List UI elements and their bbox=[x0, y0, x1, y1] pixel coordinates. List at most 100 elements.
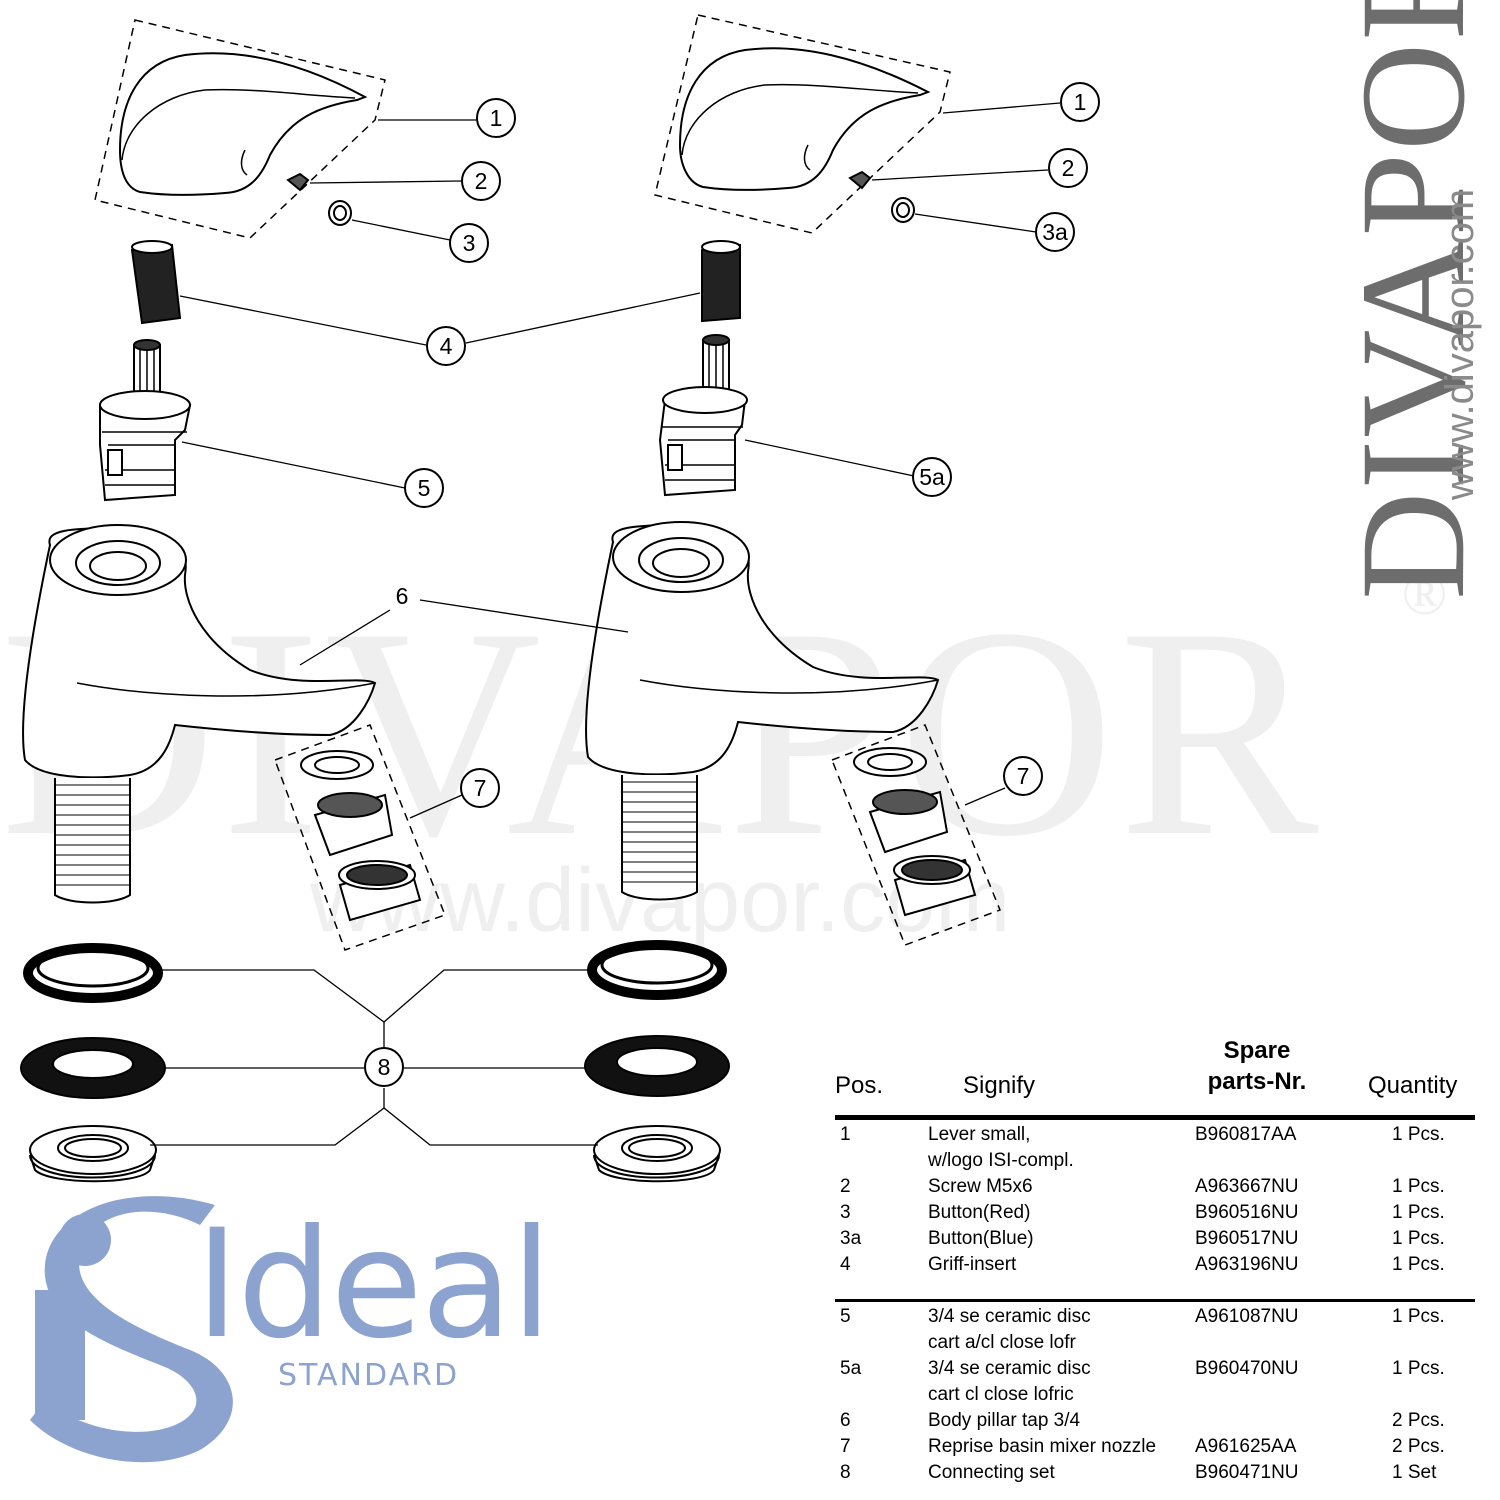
cell-part-number: B960470NU bbox=[1195, 1358, 1299, 1379]
cell-signify: 3/4 se ceramic disc cart a/cl close lofr bbox=[928, 1306, 1091, 1353]
ideal-standard-logo-mark bbox=[30, 1196, 233, 1463]
header-signify: Signify bbox=[963, 1072, 1036, 1099]
cell-quantity: 1 Pcs. bbox=[1392, 1254, 1445, 1275]
callout-3: 3 bbox=[449, 223, 489, 263]
cell-quantity: 1 Pcs. bbox=[1392, 1306, 1445, 1327]
cell-part-number: B960516NU bbox=[1195, 1202, 1299, 1223]
cell-quantity: 1 Pcs. bbox=[1392, 1124, 1445, 1145]
header-quantity: Quantity bbox=[1368, 1072, 1458, 1099]
nozzle-right bbox=[853, 747, 977, 917]
cell-part-number: A963196NU bbox=[1195, 1254, 1299, 1275]
svg-text:7: 7 bbox=[474, 775, 487, 801]
cell-part-number: B960817AA bbox=[1195, 1124, 1297, 1145]
lever-group-outline-left bbox=[94, 19, 386, 239]
cell-pos: 3 bbox=[840, 1202, 851, 1223]
svg-text:2: 2 bbox=[1062, 155, 1075, 181]
callout-1-right: 1 bbox=[1060, 82, 1100, 122]
cell-pos: 3a bbox=[840, 1228, 862, 1249]
callout-6: 6 bbox=[396, 583, 409, 609]
nozzle-group-outline-right bbox=[831, 724, 1001, 946]
cell-pos: 8 bbox=[840, 1462, 851, 1483]
svg-text:1: 1 bbox=[1074, 89, 1087, 115]
cell-signify: 3/4 se ceramic disc cart cl close lofric bbox=[928, 1358, 1091, 1405]
nut-bottom-left bbox=[29, 1125, 157, 1183]
logo-ideal-text: Ideal bbox=[195, 1198, 552, 1372]
handle-insert-right bbox=[701, 240, 741, 323]
svg-text:5a: 5a bbox=[919, 464, 945, 490]
cell-quantity: 1 Pcs. bbox=[1392, 1228, 1445, 1249]
cell-signify: Reprise basin mixer nozzle bbox=[928, 1436, 1157, 1457]
svg-text:8: 8 bbox=[378, 1054, 391, 1080]
callout-7-left: 7 bbox=[460, 768, 500, 808]
logo-standard-text: STANDARD bbox=[278, 1358, 460, 1393]
svg-text:5: 5 bbox=[418, 475, 431, 501]
washer-mid-right bbox=[584, 1035, 730, 1097]
washer-top-right bbox=[587, 940, 727, 1000]
cell-quantity: 2 Pcs. bbox=[1392, 1436, 1445, 1457]
brand-url-vertical: www.divapor.com bbox=[1438, 188, 1482, 500]
callout-2-right: 2 bbox=[1048, 148, 1088, 188]
nozzle-left bbox=[300, 750, 422, 922]
svg-text:2: 2 bbox=[475, 168, 488, 194]
lever-left bbox=[118, 52, 368, 196]
cartridge-right bbox=[658, 334, 748, 497]
cell-quantity: 2 Pcs. bbox=[1392, 1410, 1445, 1431]
callout-2-left: 2 bbox=[461, 161, 501, 201]
cell-signify: Button(Red) bbox=[928, 1202, 1031, 1223]
leader-lines bbox=[150, 102, 1061, 1146]
tap-body-right bbox=[584, 521, 940, 901]
thread-right bbox=[622, 781, 697, 883]
svg-text:6: 6 bbox=[396, 583, 409, 609]
cell-pos: 1 bbox=[840, 1124, 851, 1145]
svg-text:3: 3 bbox=[463, 230, 476, 256]
cell-signify: Lever small, w/logo ISI-compl. bbox=[928, 1124, 1074, 1171]
cell-signify: Button(Blue) bbox=[928, 1228, 1034, 1249]
cell-quantity: 1 Pcs. bbox=[1392, 1202, 1445, 1223]
cell-pos: 4 bbox=[840, 1254, 851, 1275]
cell-quantity: 1 Pcs. bbox=[1392, 1176, 1445, 1197]
callout-5: 5 bbox=[404, 468, 444, 508]
lever-group-outline-right bbox=[654, 14, 951, 234]
cell-pos: 7 bbox=[840, 1436, 851, 1457]
button-red-left bbox=[328, 200, 352, 226]
cell-part-number: A961087NU bbox=[1195, 1306, 1299, 1327]
cell-part-number: A963667NU bbox=[1195, 1176, 1299, 1197]
thread-left bbox=[55, 784, 130, 886]
cell-part-number: A961625AA bbox=[1195, 1436, 1297, 1457]
screw-right bbox=[848, 170, 872, 190]
callout-7-right: 7 bbox=[1003, 756, 1043, 796]
header-pos: Pos. bbox=[835, 1072, 884, 1099]
lever-right bbox=[678, 47, 931, 191]
callout-1-left: 1 bbox=[476, 98, 516, 138]
callout-4: 4 bbox=[426, 326, 466, 366]
cell-pos: 5 bbox=[840, 1306, 851, 1327]
button-blue-right bbox=[891, 197, 915, 223]
cell-quantity: 1 Set bbox=[1392, 1462, 1437, 1483]
header-rule bbox=[835, 1115, 1475, 1120]
nozzle-group-outline-left bbox=[274, 724, 446, 951]
svg-text:7: 7 bbox=[1017, 763, 1030, 789]
cell-part-number: B960517NU bbox=[1195, 1228, 1299, 1249]
callout-5a: 5a bbox=[912, 457, 952, 497]
nut-bottom-right bbox=[593, 1125, 721, 1183]
cell-signify: Body pillar tap 3/4 bbox=[928, 1410, 1081, 1431]
cell-quantity: 1 Pcs. bbox=[1392, 1358, 1445, 1379]
callout-3a: 3a bbox=[1035, 212, 1075, 252]
callout-8: 8 bbox=[364, 1047, 404, 1087]
cell-signify: Griff-insert bbox=[928, 1254, 1017, 1275]
cell-pos: 2 bbox=[840, 1176, 851, 1197]
svg-text:3a: 3a bbox=[1042, 219, 1068, 245]
washer-mid-left bbox=[20, 1037, 166, 1099]
cell-pos: 6 bbox=[840, 1410, 851, 1431]
cell-signify: Screw M5x6 bbox=[928, 1176, 1033, 1197]
tap-body-left bbox=[21, 524, 377, 904]
screw-left bbox=[286, 172, 310, 192]
washer-top-left bbox=[23, 943, 163, 1003]
svg-text:1: 1 bbox=[490, 105, 503, 131]
cartridge-left bbox=[99, 339, 192, 502]
handle-insert-left bbox=[130, 240, 182, 325]
cell-part-number: B960471NU bbox=[1195, 1462, 1299, 1483]
